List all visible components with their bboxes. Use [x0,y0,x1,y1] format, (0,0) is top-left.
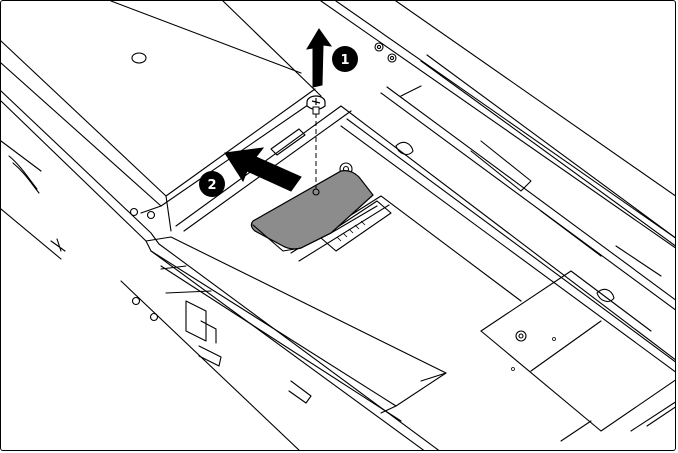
arrow-up-icon [306,28,333,88]
callout-2: 2 [199,171,225,197]
lower-rail [131,236,447,422]
module-card [250,170,374,250]
arrow-left-icon [224,147,302,192]
callout-1-label: 1 [340,53,349,68]
top-tray [1,1,397,252]
mezzanine-connector [320,200,392,252]
callout-2-label: 2 [207,178,216,193]
right-rails [340,54,675,442]
callout-1: 1 [332,46,358,72]
screw-icon [306,95,326,115]
